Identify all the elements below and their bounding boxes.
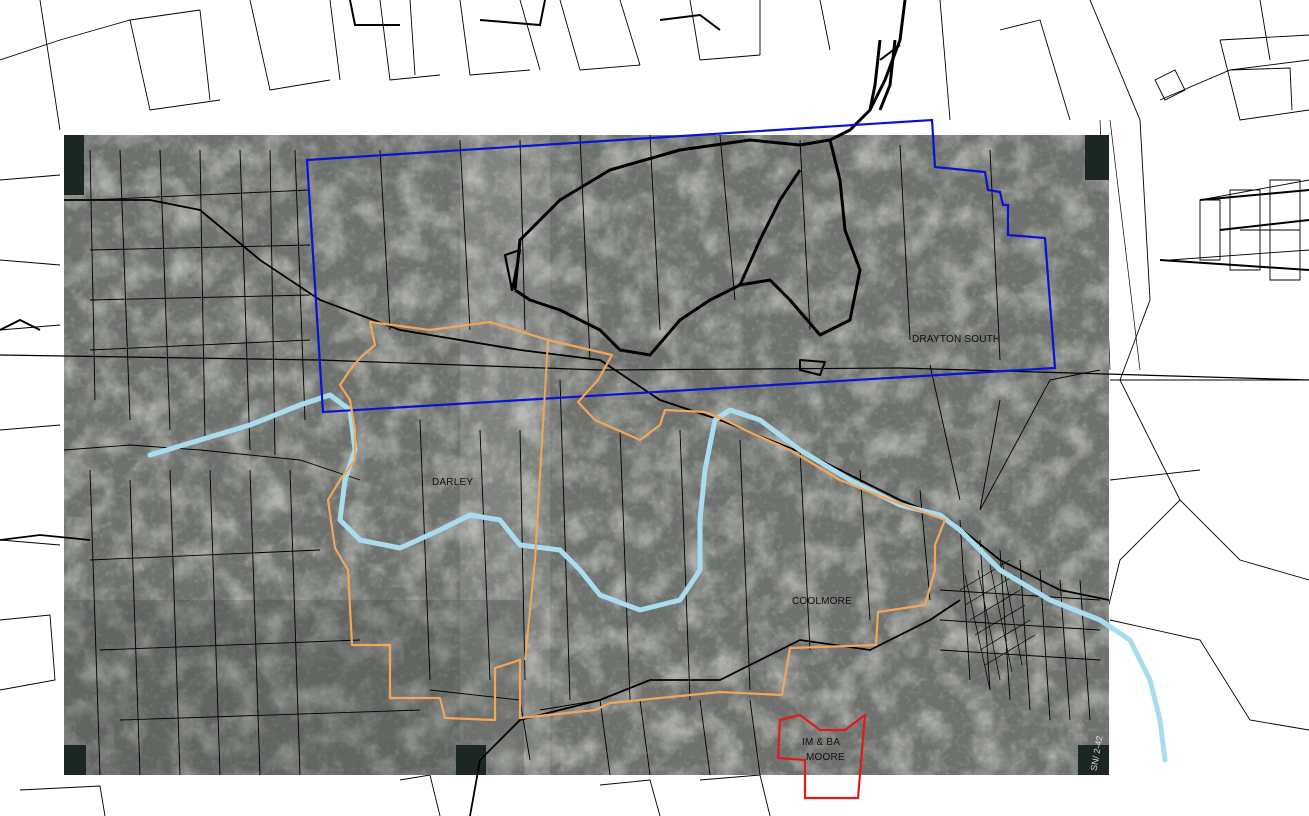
cadastral-lines-photo (63, 134, 1101, 776)
label-moore-line1: IM & BA (802, 737, 840, 748)
label-coolmore: COOLMORE (792, 596, 852, 607)
town-grid (959, 559, 1036, 691)
darley-boundary[interactable] (326, 320, 947, 722)
darley-internal-line (524, 339, 549, 661)
haul-road (503, 0, 907, 376)
label-drayton-south: DRAYTON SOUTH (912, 334, 1000, 345)
label-moore-line2: MOORE (806, 752, 845, 763)
label-darley: DARLEY (432, 477, 473, 488)
cadastral-major-roads-outer (0, 0, 1309, 331)
moore-boundary[interactable] (776, 712, 867, 800)
main-roads (0, 199, 1309, 816)
river (147, 392, 1168, 763)
aerial-photo: SN/ 2-42 (64, 135, 1109, 775)
photo-corner-mark (64, 135, 84, 195)
drayton-south-boundary[interactable] (305, 118, 1057, 414)
